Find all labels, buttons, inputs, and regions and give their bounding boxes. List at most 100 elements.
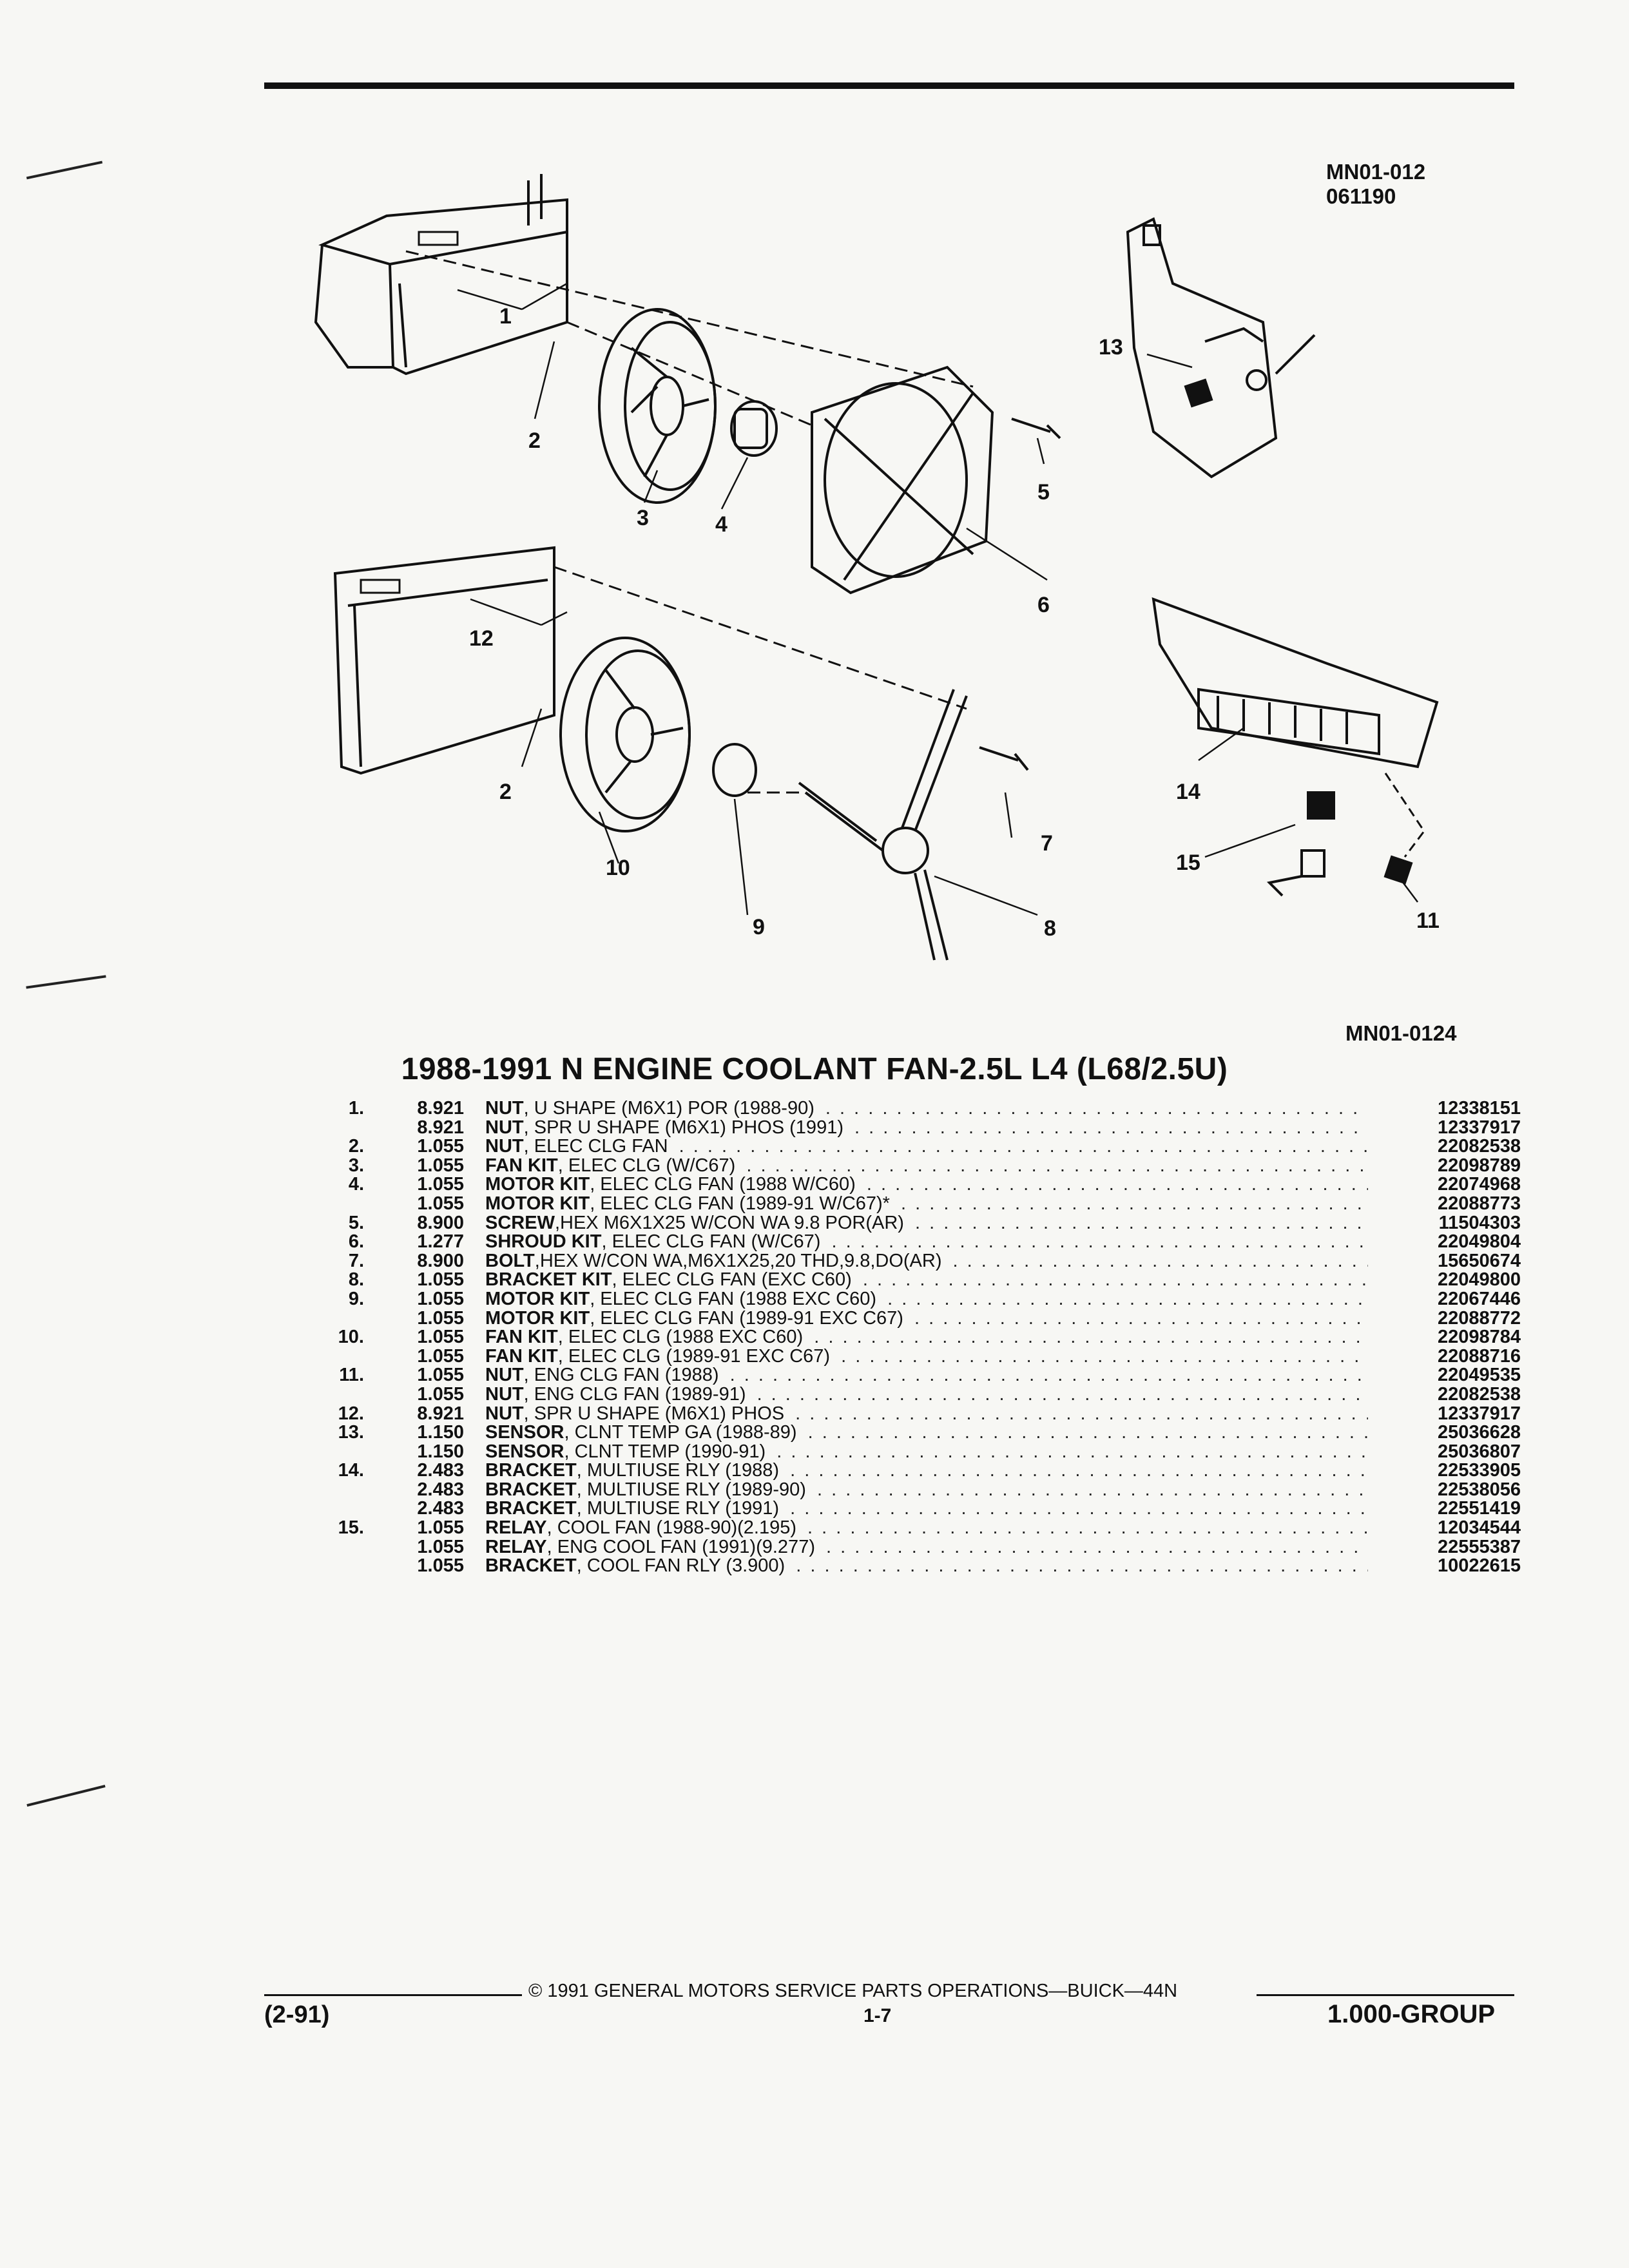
dot-leader: . . . . . . . . . . . . . . . . . . . . … [807, 1519, 1368, 1538]
part-detail: , ELEC CLG FAN (EXC C60) [612, 1271, 852, 1290]
part-number: 22049800 [1437, 1269, 1521, 1291]
fan-upper [598, 308, 717, 504]
part-number: 12337917 [1437, 1117, 1521, 1138]
part-description: RELAY, COOL FAN (1988-90)(2.195) . . . .… [485, 1519, 1368, 1538]
group-number: 1.055 [417, 1174, 464, 1195]
part-name: SHROUD KIT [485, 1233, 602, 1252]
part-detail: , SPR U SHAPE (M6X1) PHOS (1991) [523, 1118, 843, 1138]
callout-1: 1 [499, 304, 512, 329]
group-number: 1.055 [417, 1288, 464, 1309]
part-name: MOTOR KIT [485, 1194, 590, 1214]
ref-number: 5. [348, 1212, 364, 1233]
part-number: 22538056 [1437, 1479, 1521, 1500]
part-name: MOTOR KIT [485, 1289, 590, 1309]
dot-leader: . . . . . . . . . . . . . . . . . . . . … [866, 1175, 1368, 1195]
drawing-id-bottom: MN01-0124 [1345, 1021, 1457, 1045]
part-number: 22088772 [1437, 1307, 1521, 1329]
group-number: 8.921 [417, 1098, 464, 1119]
part-number: 12034544 [1437, 1517, 1521, 1539]
part-description: SCREW,HEX M6X1X25 W/CON WA 9.8 POR(AR) .… [485, 1214, 1368, 1233]
group-number: 8.921 [417, 1117, 464, 1138]
part-detail: , MULTIUSE RLY (1989-90) [576, 1480, 806, 1500]
group-number: 1.055 [417, 1193, 464, 1214]
part-description: SENSOR, CLNT TEMP (1990-91) . . . . . . … [485, 1443, 1368, 1462]
scan-mark [26, 1784, 106, 1807]
part-detail: , COOL FAN (1988-90)(2.195) [546, 1519, 796, 1538]
part-detail: , SPR U SHAPE (M6X1) PHOS [523, 1404, 785, 1424]
dot-leader: . . . . . . . . . . . . . . . . . . . . … [901, 1194, 1368, 1214]
part-description: FAN KIT, ELEC CLG (1989-91 EXC C67) . . … [485, 1347, 1368, 1367]
part-description: BRACKET, COOL FAN RLY (3.900) . . . . . … [485, 1557, 1368, 1576]
part-name: FAN KIT [485, 1328, 558, 1347]
part-description: MOTOR KIT, ELEC CLG FAN (1988 W/C60) . .… [485, 1175, 1368, 1195]
dot-leader: . . . . . . . . . . . . . . . . . . . . … [757, 1385, 1368, 1405]
parts-row: 9. 1.055 MOTOR KIT, ELEC CLG FAN (1988 EXC… [319, 1288, 1521, 1309]
part-name: NUT [485, 1404, 524, 1424]
part-description: MOTOR KIT, ELEC CLG FAN (1988 EXC C60) .… [485, 1290, 1368, 1309]
part-name: FAN KIT [485, 1156, 558, 1176]
part-number: 22533905 [1437, 1460, 1521, 1481]
part-detail: , COOL FAN RLY (3.900) [576, 1557, 786, 1576]
footer-page-number: 1-7 [863, 2005, 892, 2026]
part-detail: , ELEC CLG FAN (1988 W/C60) [590, 1175, 856, 1195]
part-detail: , U SHAPE (M6X1) POR (1988-90) [523, 1099, 815, 1119]
ref-number: 9. [348, 1288, 364, 1309]
callout-2b: 2 [499, 780, 512, 804]
group-number: 2.483 [417, 1460, 464, 1481]
group-number: 1.277 [417, 1231, 464, 1253]
dot-leader: . . . . . . . . . . . . . . . . . . . . … [679, 1137, 1368, 1157]
ref-number: 8. [348, 1269, 364, 1291]
part-detail: , MULTIUSE RLY (1991) [576, 1499, 780, 1519]
dot-leader: . . . . . . . . . . . . . . . . . . . . … [831, 1233, 1368, 1252]
part-description: BRACKET, MULTIUSE RLY (1988) . . . . . .… [485, 1461, 1368, 1481]
callout-2: 2 [528, 428, 541, 453]
ref-number: 15. [338, 1517, 364, 1539]
ref-number: 7. [348, 1250, 364, 1271]
ref-number: 10. [338, 1327, 364, 1348]
sensor-detail [1126, 217, 1316, 479]
parts-row: 1.055 FAN KIT, ELEC CLG (1989-91 EXC C67)… [319, 1347, 1521, 1367]
part-name: SENSOR [485, 1442, 564, 1462]
part-detail: , ELEC CLG FAN (1988 EXC C60) [590, 1289, 877, 1309]
group-number: 2.483 [417, 1498, 464, 1519]
part-detail: , ELEC CLG (W/C67) [557, 1156, 736, 1176]
part-number: 22098789 [1437, 1155, 1521, 1176]
callout-15: 15 [1176, 850, 1200, 875]
callout-10: 10 [606, 856, 630, 880]
part-number: 22082538 [1437, 1136, 1521, 1157]
dot-leader: . . . . . . . . . . . . . . . . . . . . … [729, 1366, 1368, 1385]
part-detail: , ELEC CLG FAN (1989-91 W/C67)* [590, 1194, 890, 1214]
ref-number: 6. [348, 1231, 364, 1253]
scan-mark [26, 975, 106, 989]
callout-8: 8 [1044, 916, 1056, 941]
dot-leader: . . . . . . . . . . . . . . . . . . . . … [776, 1442, 1368, 1462]
part-detail: , ELEC CLG FAN (W/C67) [601, 1233, 821, 1252]
part-description: SENSOR, CLNT TEMP GA (1988-89) . . . . .… [485, 1423, 1368, 1443]
group-number: 1.055 [417, 1345, 464, 1367]
dot-leader: . . . . . . . . . . . . . . . . . . . . … [790, 1461, 1368, 1481]
part-number: 25036807 [1437, 1441, 1521, 1462]
group-number: 1.055 [417, 1136, 464, 1157]
group-number: 8.921 [417, 1403, 464, 1424]
part-number: 22088773 [1437, 1193, 1521, 1214]
exploded-view-illustration: 1 2 3 4 5 6 12 2 10 9 7 8 13 14 15 11 [314, 174, 1440, 961]
part-number: 12338151 [1437, 1098, 1521, 1119]
bolt-lower [979, 746, 1029, 771]
part-description: NUT, SPR U SHAPE (M6X1) PHOS . . . . . .… [485, 1405, 1368, 1424]
dot-leader: . . . . . . . . . . . . . . . . . . . . … [817, 1480, 1368, 1500]
footer-rule-left [264, 1994, 522, 1996]
part-description: BOLT,HEX W/CON WA,M6X1X25,20 THD,9.8,DO(… [485, 1252, 1368, 1271]
motor-lower [712, 743, 757, 797]
dot-leader: . . . . . . . . . . . . . . . . . . . . … [790, 1499, 1368, 1519]
